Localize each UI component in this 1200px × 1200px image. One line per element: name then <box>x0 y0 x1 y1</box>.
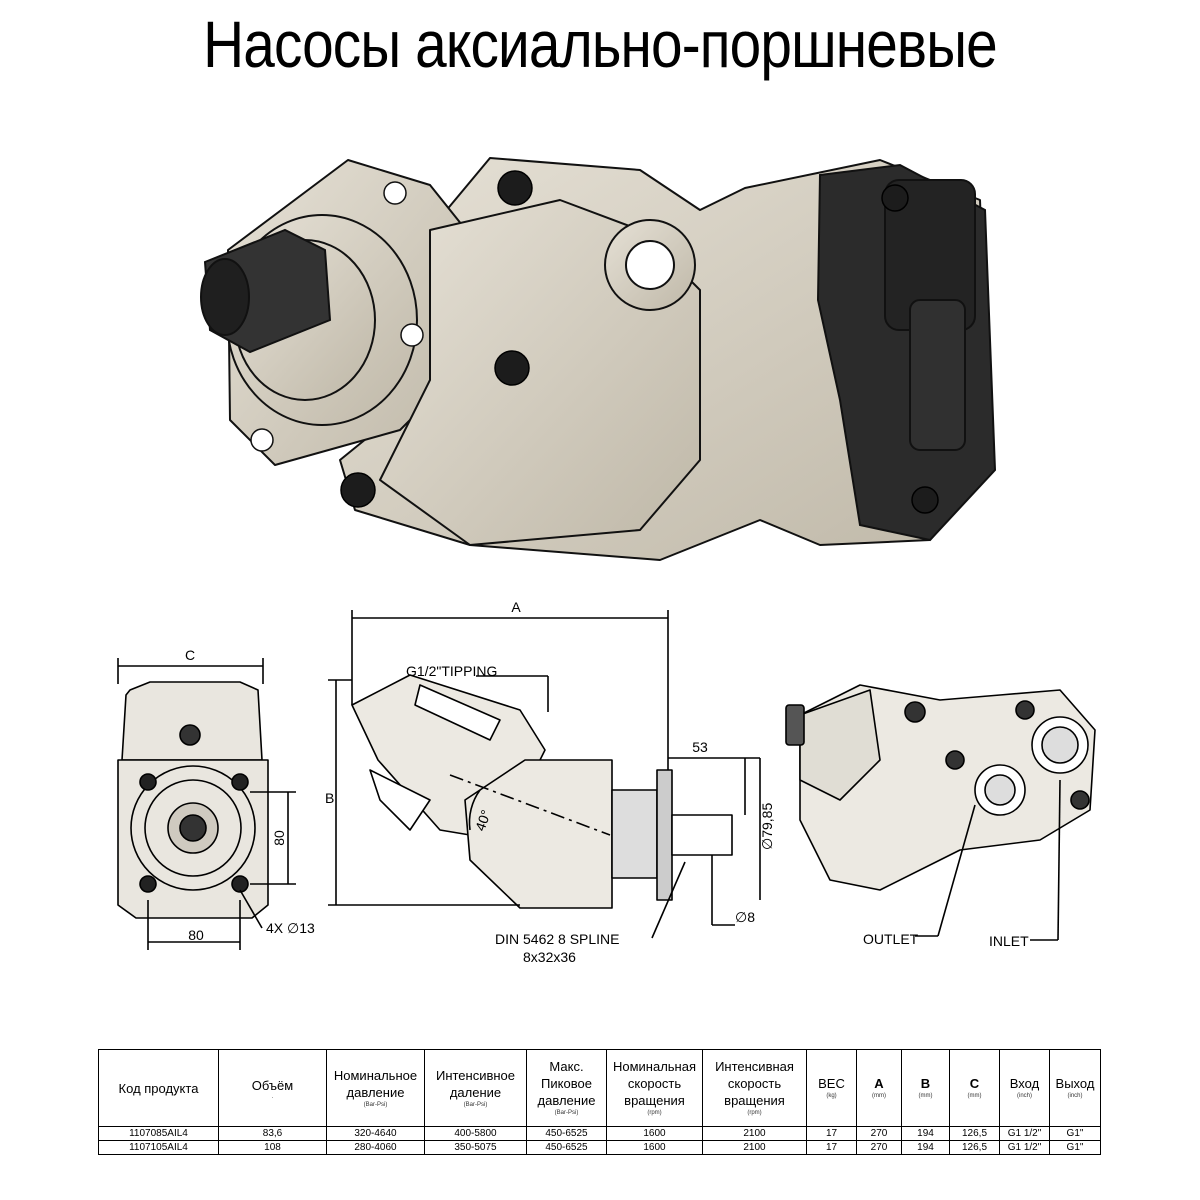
table-cell: 1600 <box>606 1140 703 1155</box>
header-weight: ВЕС(kg) <box>806 1049 857 1127</box>
table-cell: G1" <box>1049 1140 1101 1155</box>
table-cell: 194 <box>901 1126 950 1141</box>
header-dim-b: B(mm) <box>901 1049 950 1127</box>
table-row: 1107085AIL4 83,6 320-4640 400-5800 450-6… <box>98 1126 1101 1141</box>
spec-table: Код продукта Объём. Номинальное давление… <box>98 1049 1101 1155</box>
header-outlet: Выход(inch) <box>1049 1049 1101 1127</box>
table-cell: 450-6525 <box>526 1140 607 1155</box>
header-nominal-speed: Номинальная скорость вращения(rpm) <box>606 1049 703 1127</box>
pin-diameter-label: ∅8 <box>735 909 755 925</box>
bolt-heads <box>340 170 939 514</box>
table-cell: 17 <box>806 1126 857 1141</box>
spline-line1-label: DIN 5462 8 SPLINE <box>495 931 620 947</box>
table-row: 1107105AIL4 108 280-4060 350-5075 450-65… <box>98 1140 1101 1155</box>
table-cell: 350-5075 <box>424 1140 527 1155</box>
header-dim-a: A(mm) <box>856 1049 902 1127</box>
table-cell: G1 1/2" <box>999 1126 1050 1141</box>
header-inlet: Вход(inch) <box>999 1049 1050 1127</box>
table-cell: 17 <box>806 1140 857 1155</box>
dim-80-vertical-label: 80 <box>271 830 287 846</box>
table-cell: 400-5800 <box>424 1126 527 1141</box>
table-cell: 280-4060 <box>326 1140 425 1155</box>
header-nominal-pressure: Номинальное давление(Bar-Psi) <box>326 1049 425 1127</box>
spec-table-header: Код продукта Объём. Номинальное давление… <box>98 1049 1101 1127</box>
table-cell: 83,6 <box>218 1126 327 1141</box>
dim-a-label: A <box>511 599 521 615</box>
side-view <box>351 674 733 909</box>
tipping-label: G1/2"TIPPING <box>406 663 497 679</box>
table-cell: 1600 <box>606 1126 703 1141</box>
header-intensive-speed: Интенсивная скорость вращения(rpm) <box>702 1049 807 1127</box>
table-cell: 320-4640 <box>326 1126 425 1141</box>
page-title: Насосы аксиально-поршневые <box>203 7 998 81</box>
table-cell: 270 <box>856 1126 902 1141</box>
dim-c-label: C <box>185 647 195 663</box>
shaft-diameter-label: ∅79,85 <box>759 803 775 850</box>
table-cell: G1 1/2" <box>999 1140 1050 1155</box>
dim-b-label: B <box>325 790 334 806</box>
outlet-label: OUTLET <box>863 931 919 947</box>
table-cell: 108 <box>218 1140 327 1155</box>
table-cell: 1107105AIL4 <box>98 1140 219 1155</box>
table-cell: 270 <box>856 1140 902 1155</box>
header-intensive-pressure: Интенсивное даление(Bar-Psi) <box>424 1049 527 1127</box>
table-cell: 450-6525 <box>526 1126 607 1141</box>
table-cell: 2100 <box>702 1140 807 1155</box>
dim-53-label: 53 <box>692 739 708 755</box>
dim-80-horizontal-label: 80 <box>188 927 204 943</box>
table-cell: 126,5 <box>949 1126 1000 1141</box>
inlet-label: INLET <box>989 933 1029 949</box>
bolt-holes-label: 4X ∅13 <box>266 920 315 936</box>
table-cell: 2100 <box>702 1126 807 1141</box>
header-dim-c: C(mm) <box>949 1049 1000 1127</box>
table-cell: 194 <box>901 1140 950 1155</box>
table-cell: 1107085AIL4 <box>98 1126 219 1141</box>
header-peak-pressure: Макс. Пиковое давление(Bar-Psi) <box>526 1049 607 1127</box>
iso-view <box>785 684 1096 891</box>
angle-label: 40° <box>472 808 494 833</box>
table-cell: 126,5 <box>949 1140 1000 1155</box>
front-view <box>117 681 269 919</box>
header-product-code: Код продукта <box>98 1049 219 1127</box>
header-volume: Объём. <box>218 1049 327 1127</box>
spline-line2-label: 8x32x36 <box>523 949 576 965</box>
table-cell: G1" <box>1049 1126 1101 1141</box>
